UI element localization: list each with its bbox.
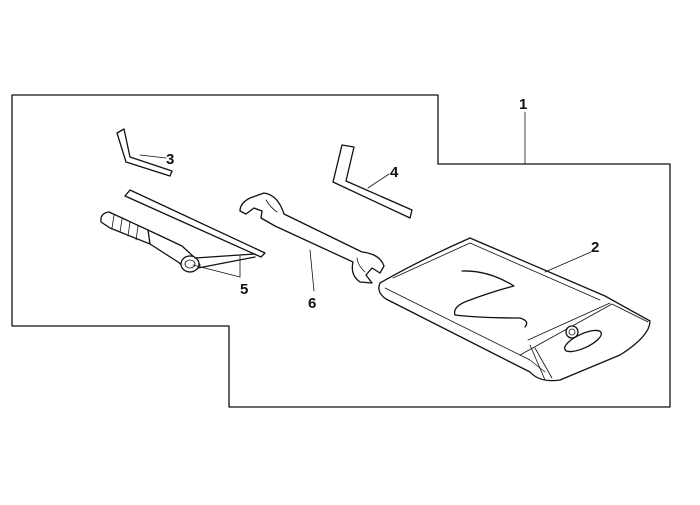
large-hex-key-icon: [332, 144, 413, 219]
callout-2: 2: [591, 239, 599, 256]
callout-1: 1: [519, 96, 527, 113]
assembly-border: [11, 94, 671, 408]
screwdriver-blade-icon: [124, 189, 266, 258]
small-hex-key-icon: [116, 128, 173, 177]
screwdriver-handle-icon: [100, 211, 256, 273]
wrench-icon: [239, 192, 385, 284]
callout-4: 4: [390, 164, 399, 181]
callout-6: 6: [308, 295, 316, 312]
leader-lines: [139, 111, 592, 292]
tool-bag-icon: [378, 237, 651, 382]
callout-3: 3: [166, 151, 174, 168]
callout-5: 5: [240, 281, 248, 298]
